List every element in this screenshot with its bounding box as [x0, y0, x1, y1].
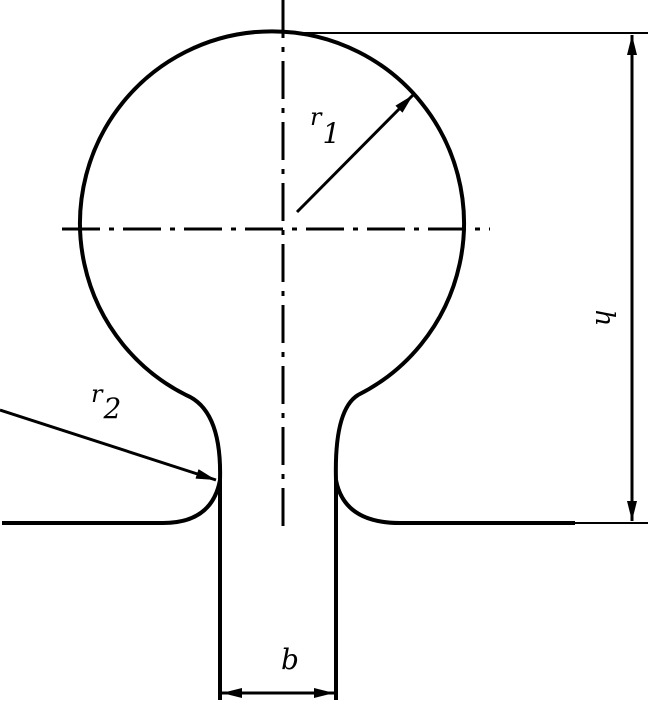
slot-outline-right: [334, 479, 575, 700]
r1-label: r1: [310, 103, 340, 150]
slot-outline-bulb: [78, 29, 466, 481]
slot-outline-left: [2, 479, 222, 700]
r2-leader: [0, 408, 217, 482]
r2-label: r2: [91, 380, 121, 425]
b-label: b: [281, 643, 299, 676]
r1-leader: [295, 93, 415, 214]
h-label: h: [589, 310, 619, 327]
